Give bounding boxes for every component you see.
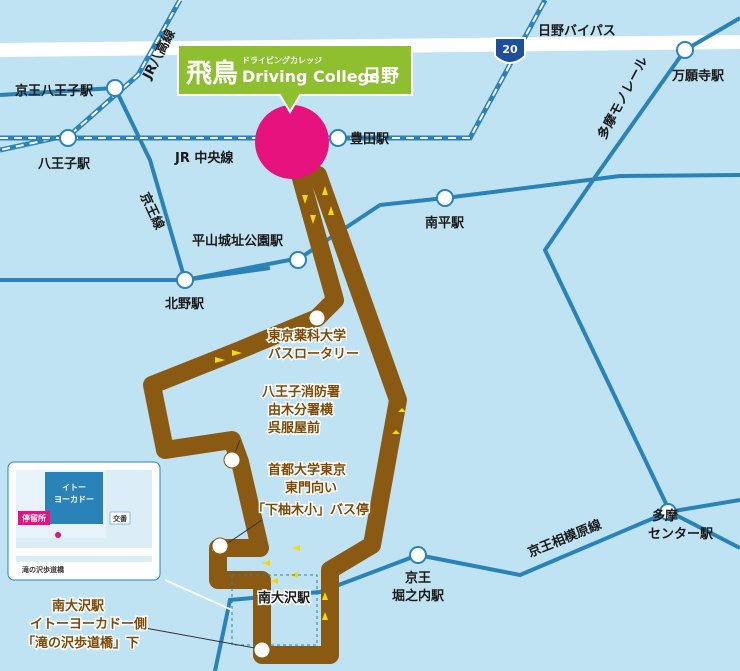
route-arrows	[212, 186, 406, 620]
yakka-stop-label-1: 東京薬科大学	[268, 328, 346, 344]
keio-horinouchi-label-1: 京王	[405, 570, 431, 586]
tama-center-label-2: センター駅	[648, 527, 714, 542]
osawa-stop-label-2: イトーヨーカドー側	[30, 616, 147, 632]
tmu-stop-label-1: 首都大学東京	[268, 462, 346, 478]
osawa-leader-line	[144, 627, 256, 649]
kitano-label: 北野駅	[165, 297, 205, 312]
minamidaira-label: 南平駅	[425, 215, 465, 231]
fire-bus-stop-marker	[223, 451, 241, 469]
tama-center-label-1: 多摩	[652, 508, 679, 524]
inset-store-label-2: ヨーカドー	[54, 495, 94, 504]
hirayamajoshi-station-marker	[289, 251, 307, 269]
route-20-badge: 20	[494, 37, 526, 64]
bus-stop-markers	[211, 309, 326, 659]
fire-stop-label-3: 呉服屋前	[268, 420, 320, 436]
toyoda-label: 豊田駅	[350, 131, 390, 147]
banner-small: ドライビングカレッジ	[242, 55, 322, 65]
school-location-marker	[255, 105, 329, 179]
inset-leader-line	[164, 579, 233, 611]
bus-route	[143, 166, 407, 664]
osawa-bus-stop-marker	[253, 641, 271, 659]
tmu-bus-stop-marker	[211, 537, 229, 555]
tmu-stop-label-2: 東門向い	[285, 480, 337, 496]
fire-stop-label-2: 由木分署横	[268, 402, 334, 418]
jr-chuo-label: JR 中央線	[174, 150, 234, 166]
inset-map: イトー ヨーカドー 交番 停留所 滝の沢歩道橋	[7, 461, 161, 581]
osawa-stop-label-1: 南大沢駅	[52, 598, 105, 614]
fire-stop-label-1: 八王子消防署	[261, 384, 340, 400]
yakka-bus-stop-marker	[308, 309, 326, 327]
minamidaira-station-marker	[436, 189, 454, 207]
manganji-label: 万願寺駅	[671, 68, 725, 84]
inset-stop-dot	[55, 532, 61, 538]
banner-suffix: 日野	[363, 66, 399, 87]
tama-monorail-line	[542, 16, 740, 550]
route-number: 20	[502, 43, 518, 56]
station-markers	[59, 41, 694, 564]
inset-stop-label: 停留所	[22, 513, 46, 523]
manganji-station-marker	[676, 41, 694, 59]
keio-horinouchi-station-marker	[409, 546, 427, 564]
hachioji-station-marker	[59, 129, 77, 147]
jr-hachiko-line	[0, 0, 183, 153]
inset-bank-label: 交番	[113, 514, 128, 523]
banner-english: Driving College	[242, 67, 380, 86]
osawa-stop-label-3: 「滝の沢歩道橋」下	[22, 635, 139, 651]
tmu-stop-label-3: 「下柚木小」バス停	[252, 502, 369, 518]
inset-store-label-1: イトー	[62, 483, 86, 492]
highway-name: 日野バイパス	[538, 24, 616, 39]
hirayamajoshi-label: 平山城址公園駅	[192, 233, 284, 249]
inset-store-block	[45, 472, 103, 524]
inset-target-box	[231, 574, 318, 646]
minamiosawa-label: 南大沢駅	[258, 590, 311, 606]
yakka-stop-label-2: バスロータリー	[268, 347, 359, 362]
banner-kanji: 飛鳥	[186, 59, 238, 89]
hachioji-label: 八王子駅	[37, 157, 91, 172]
inset-bridge-label: 滝の沢歩道橋	[22, 565, 65, 574]
keio-hachioji-label: 京王八王子駅	[15, 83, 94, 99]
kitano-station-marker	[176, 271, 194, 289]
tama-center-station-marker	[659, 503, 677, 521]
school-banner: 飛鳥 ドライビングカレッジ Driving College 日野	[177, 44, 413, 114]
toyoda-station-marker	[329, 129, 347, 147]
keio-horinouchi-label-2: 堀之内駅	[392, 588, 445, 604]
tmu-leader-line	[224, 519, 263, 546]
keio-hachioji-station-marker	[106, 79, 124, 97]
